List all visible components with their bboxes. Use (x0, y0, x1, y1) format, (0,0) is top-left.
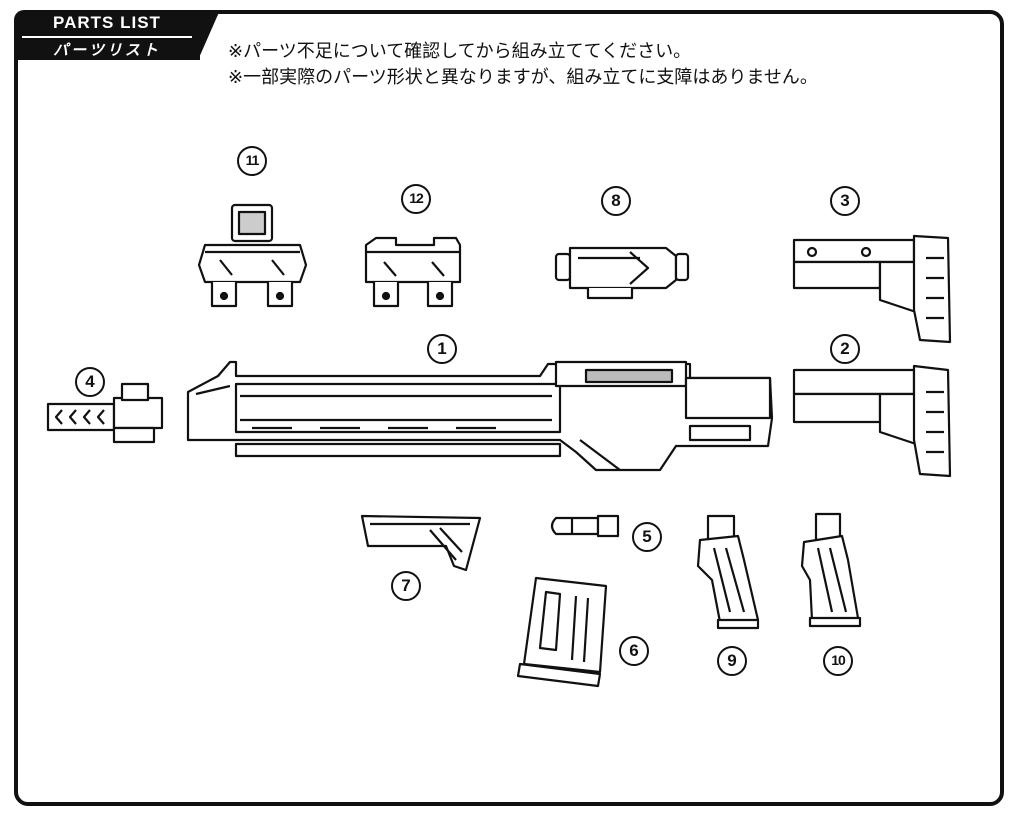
part-number-11: 11 (237, 146, 267, 176)
header-title-jp: パーツリスト (53, 41, 161, 59)
part-number-7: 7 (391, 571, 421, 601)
part-number-5: 5 (632, 522, 662, 552)
stock-icon (792, 234, 952, 344)
part-number-10: 10 (823, 646, 853, 676)
part-number-9: 9 (717, 646, 747, 676)
scope-icon (554, 246, 690, 300)
bullet-icon (550, 514, 620, 538)
header-divider (22, 36, 192, 38)
header-title-en: PARTS LIST (53, 13, 161, 32)
part-number-1: 1 (427, 334, 457, 364)
part-number-2: 2 (830, 334, 860, 364)
header-tab-tail (198, 10, 220, 60)
grip-icon (800, 512, 862, 628)
part-number-4: 4 (75, 367, 105, 397)
foregrip-icon (360, 514, 482, 572)
parts-list-frame (14, 10, 1004, 806)
stock-icon (792, 364, 952, 478)
note-parts-check: ※パーツ不足について確認してから組み立ててください。 (228, 41, 692, 62)
muzzle-icon (46, 382, 164, 444)
magazine-icon (516, 576, 608, 688)
part-number-6: 6 (619, 636, 649, 666)
part-number-12: 12 (401, 184, 431, 214)
sight-icon (197, 203, 308, 308)
part-number-8: 8 (601, 186, 631, 216)
parts-list-header-tab: PARTS LIST パーツリスト (14, 10, 200, 60)
grip-icon (696, 514, 760, 630)
rear-sight-icon (364, 236, 462, 308)
note-shape-difference: ※一部実際のパーツ形状と異なりますが、組み立てに支障はありません。 (228, 67, 818, 88)
rifle-body-icon (186, 360, 774, 472)
part-number-3: 3 (830, 186, 860, 216)
